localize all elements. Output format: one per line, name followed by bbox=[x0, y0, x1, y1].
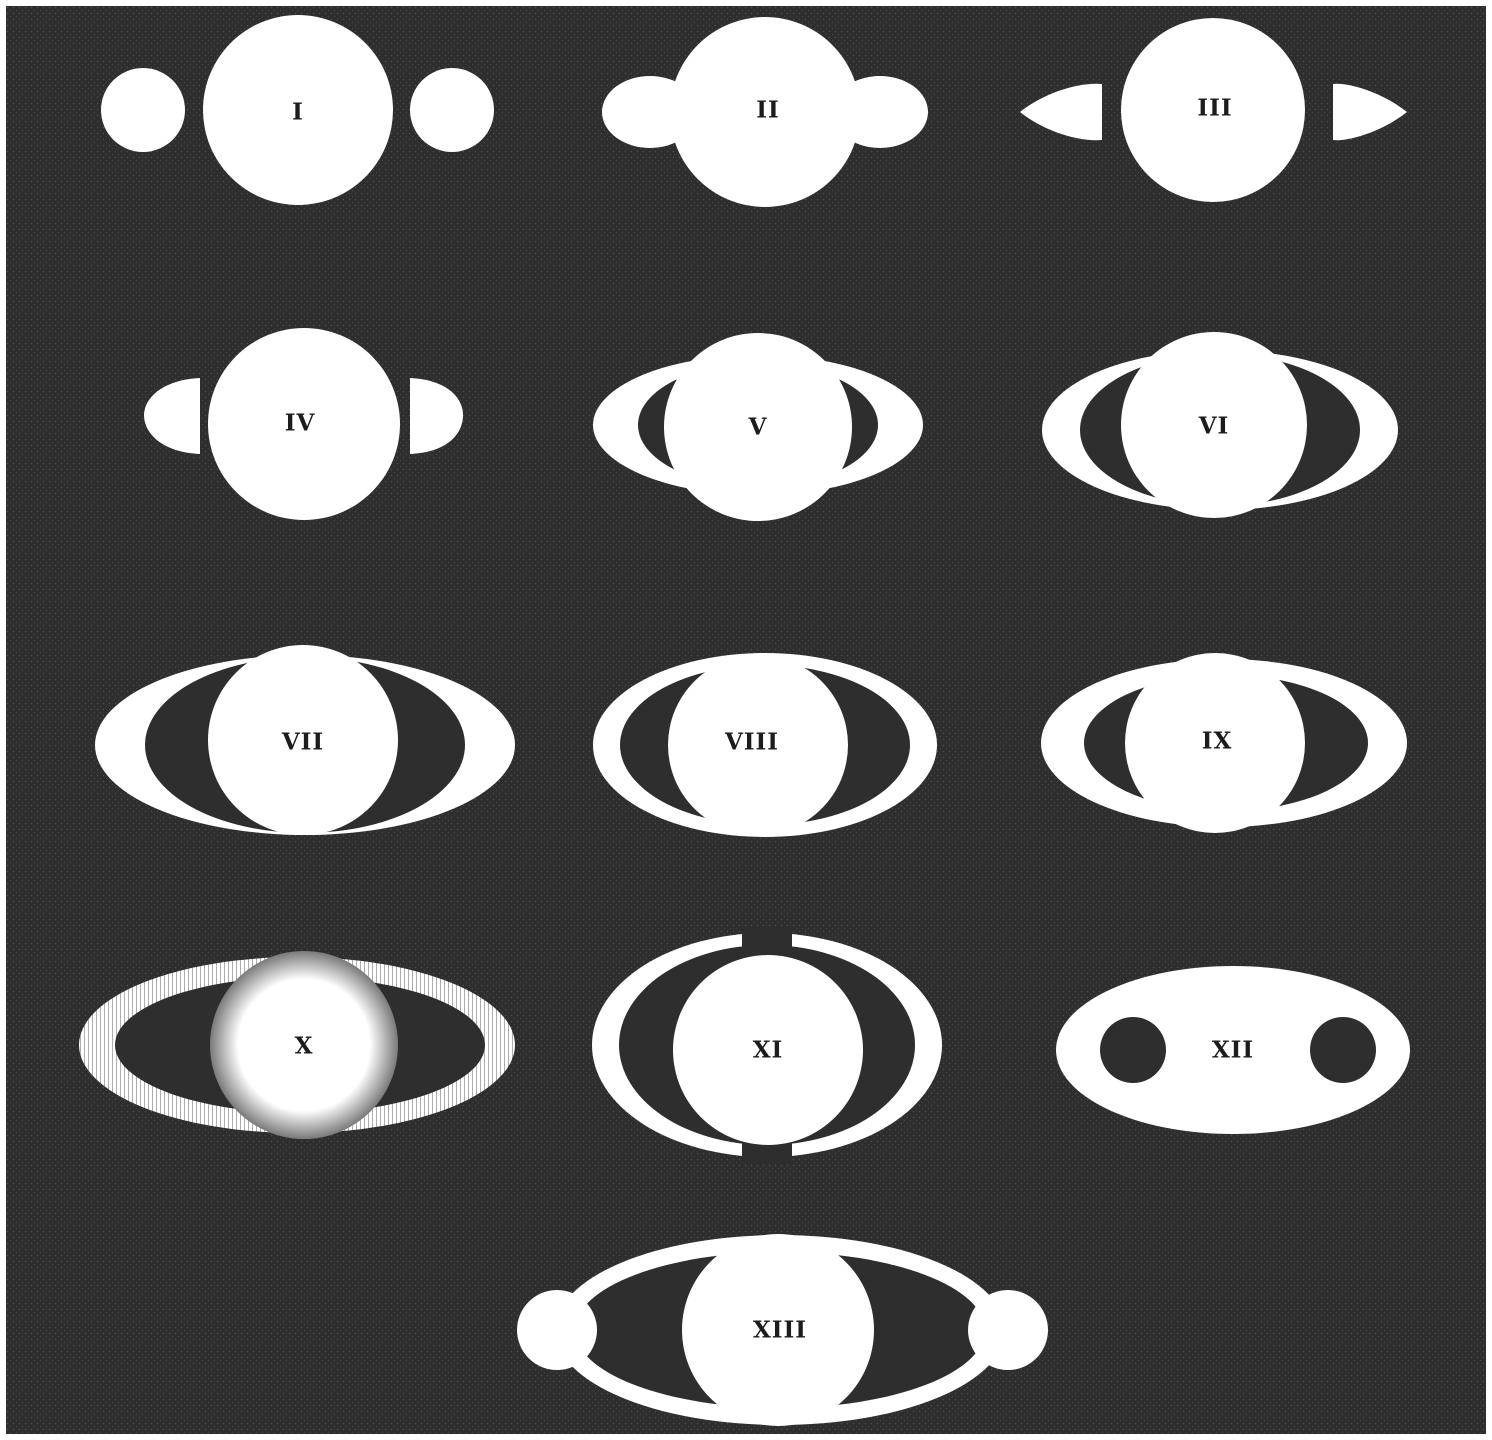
figure-11-label: XI bbox=[753, 1037, 784, 1064]
figure-12-hole-right bbox=[1310, 1017, 1376, 1083]
figure-12-hole-left bbox=[1100, 1017, 1166, 1083]
figure-11-split-top bbox=[742, 928, 792, 958]
figure-10-label: X bbox=[295, 1033, 314, 1060]
figure-1-ansa-right bbox=[410, 68, 494, 152]
figure-1-ansa-left bbox=[101, 68, 185, 152]
figure-6-label: VI bbox=[1198, 413, 1230, 440]
figure-13-moon-left bbox=[517, 1290, 597, 1370]
figure-1-label: I bbox=[292, 99, 304, 126]
figure-12: XII bbox=[1056, 966, 1410, 1134]
figure-12-label: XII bbox=[1212, 1037, 1254, 1064]
figure-3-label: III bbox=[1197, 95, 1232, 122]
figure-9-label: IX bbox=[1202, 728, 1233, 755]
figure-8-label: VIII bbox=[724, 729, 779, 756]
figure-4-label: IV bbox=[285, 410, 316, 437]
figure-7-label: VII bbox=[281, 729, 324, 756]
figure-13-label: XIII bbox=[753, 1317, 807, 1344]
figure-5-label: V bbox=[748, 414, 768, 441]
figure-2-label: II bbox=[756, 97, 780, 124]
figure-13-moon-right bbox=[968, 1290, 1048, 1370]
figure-8: VIII bbox=[593, 653, 937, 837]
